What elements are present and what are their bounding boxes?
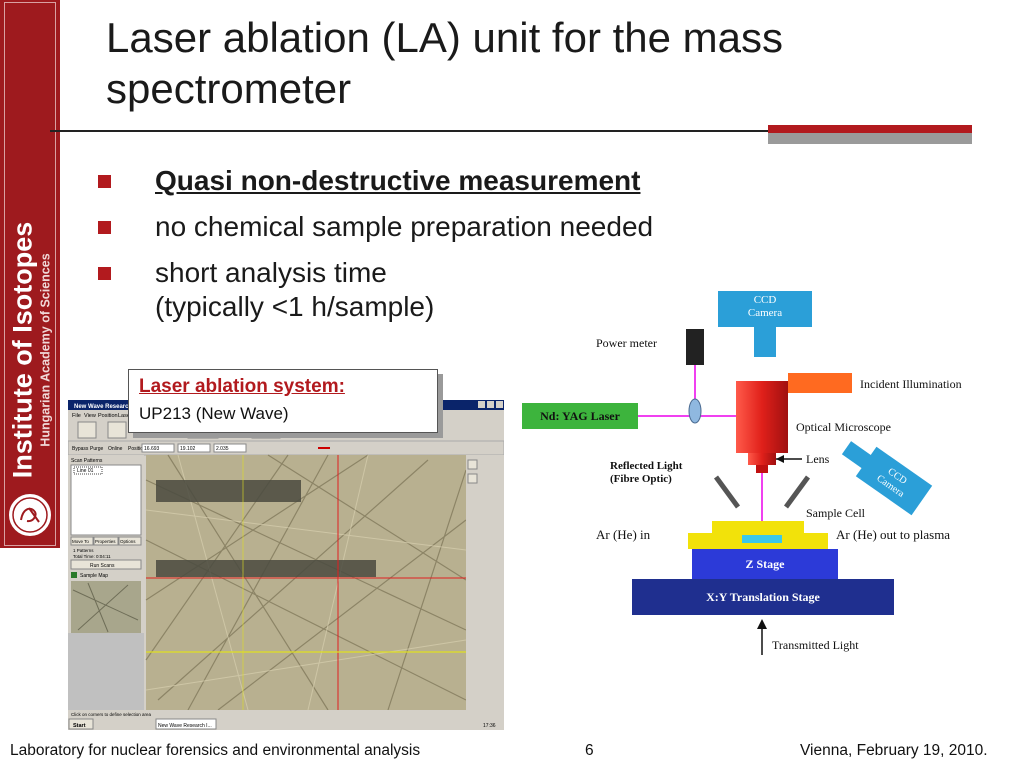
svg-text:(Fibre Optic): (Fibre Optic) [610, 473, 672, 485]
menu-view: View [84, 413, 96, 419]
optical-microscope [736, 381, 788, 453]
svg-text:Line 01: Line 01 [77, 468, 94, 474]
menu-position: Position [98, 413, 118, 419]
bullet-text: (typically <1 h/sample) [155, 291, 435, 322]
z-stage [692, 549, 838, 579]
institute-logo [7, 492, 53, 538]
svg-text:Move To: Move To [72, 539, 89, 544]
svg-text:Ar (He) in: Ar (He) in [596, 527, 651, 542]
svg-text:Optical Microscope: Optical Microscope [796, 420, 891, 434]
svg-text:19.102: 19.102 [180, 446, 196, 452]
institute-sidebar: Institute of Isotopes Hungarian Academy … [0, 0, 60, 548]
svg-text:CCD: CCD [754, 294, 777, 306]
logo-emblem-icon [12, 497, 48, 533]
bullet-text: no chemical sample preparation needed [155, 211, 654, 242]
xy-translation-stage [632, 579, 894, 615]
sidebar-frame [4, 2, 56, 546]
svg-text:Reflected Light: Reflected Light [610, 460, 683, 472]
svg-text:Online: Online [108, 446, 123, 452]
bullet-square-icon [98, 221, 111, 234]
la-unit-diagram-svg: CCD Camera Power meter Nd: YAG Laser Inc… [522, 291, 962, 655]
slide-title: Laser ablation (LA) unit for the mass sp… [106, 14, 784, 112]
bullet-square-icon [98, 267, 111, 280]
power-meter [686, 329, 704, 365]
svg-text:Incident Illumination: Incident Illumination [860, 377, 962, 391]
title-divider [50, 130, 972, 132]
svg-text:Purge: Purge [90, 446, 104, 452]
svg-text:Nd: YAG Laser: Nd: YAG Laser [540, 409, 620, 423]
page-number: 6 [585, 742, 594, 759]
svg-text:Sample Map: Sample Map [80, 573, 108, 579]
svg-text:New Wave Research I...: New Wave Research I... [158, 723, 212, 729]
academy-name: Hungarian Academy of Sciences [38, 253, 53, 447]
nd-yag-laser [522, 403, 638, 429]
bullet-square-icon [98, 175, 111, 188]
svg-text:Lens: Lens [806, 452, 830, 466]
institute-name: Institute of Isotopes [7, 221, 38, 479]
ccd-camera-top [718, 291, 812, 327]
svg-text:Start: Start [73, 723, 86, 729]
svg-text:Properties: Properties [95, 539, 116, 544]
svg-text:Run Scans: Run Scans [90, 563, 115, 569]
incident-illumination [788, 373, 852, 393]
title-accent-grey [768, 133, 972, 144]
menu-laser: Laser [118, 413, 132, 419]
system-callout: Laser ablation system: UP213 (New Wave) [128, 369, 438, 433]
footer-date: Vienna, February 19, 2010. [800, 742, 988, 759]
svg-text:38 pw: 38 pw [254, 432, 268, 438]
svg-text:Options: Options [120, 539, 136, 544]
svg-text:2.035: 2.035 [216, 446, 229, 452]
footer-lab-name: Laboratory for nuclear forensics and env… [10, 742, 421, 759]
svg-text:Total Time: 0:04:11: Total Time: 0:04:11 [73, 554, 111, 559]
svg-text:Sample Cell: Sample Cell [806, 506, 866, 520]
window-title: New Wave Research [74, 404, 132, 410]
bullet-text: Quasi non-destructive measurement [155, 165, 641, 196]
svg-text:Ar (He) out to plasma: Ar (He) out to plasma [836, 527, 950, 542]
menu-file: File [72, 413, 81, 419]
software-screenshot-image: New Wave Research File View Position Las… [68, 400, 504, 730]
svg-text:Click on corners to define sel: Click on corners to define selection are… [71, 712, 152, 717]
svg-text:Position:: Position: [128, 446, 147, 452]
sidebar-text-block: Institute of Isotopes Hungarian Academy … [8, 222, 53, 479]
svg-text:Transmitted Light: Transmitted Light [772, 638, 859, 652]
sample-cell [712, 521, 804, 533]
svg-text:X:Y Translation Stage: X:Y Translation Stage [706, 590, 820, 604]
svg-text:Scan Patterns: Scan Patterns [71, 458, 103, 464]
svg-text:16.693: 16.693 [144, 446, 160, 452]
svg-text:17:36: 17:36 [483, 723, 496, 729]
la-unit-diagram: CCD Camera Power meter Nd: YAG Laser Inc… [506, 285, 1024, 665]
callout-model: UP213 (New Wave) [139, 404, 289, 423]
power-meter-label: Power meter [596, 336, 657, 350]
title-accent-red [768, 125, 972, 133]
svg-text:1 Patterns: 1 Patterns [73, 548, 94, 553]
svg-text:Z Stage: Z Stage [746, 557, 786, 571]
svg-text:Camera: Camera [748, 307, 782, 319]
bullet-text: short analysis time [155, 257, 387, 288]
callout-heading: Laser ablation system: [139, 376, 345, 397]
svg-text:Bypass: Bypass [72, 446, 89, 452]
software-screenshot: New Wave Research File View Position Las… [68, 400, 504, 730]
